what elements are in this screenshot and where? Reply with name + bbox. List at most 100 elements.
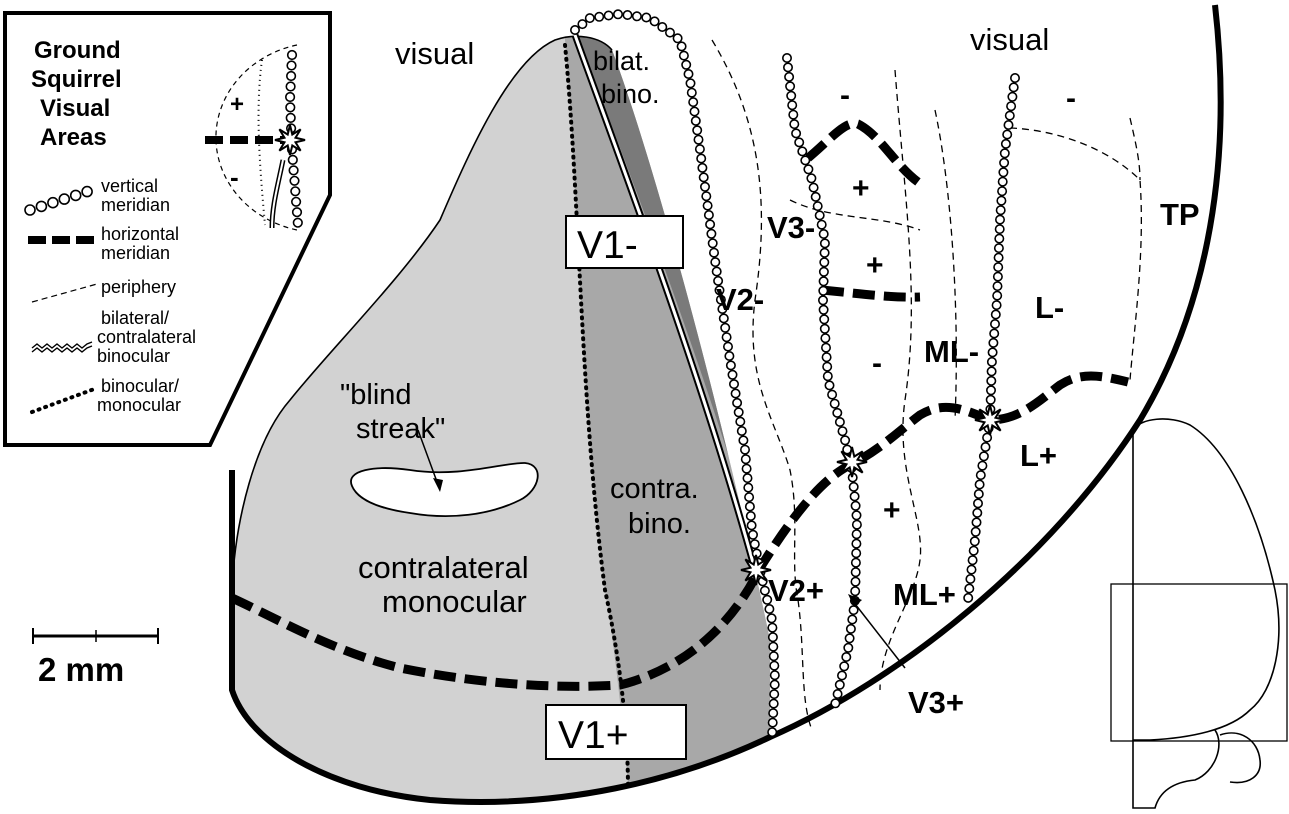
vertical-meridian-circle <box>821 352 832 363</box>
vertical-meridian-circle <box>1000 138 1011 149</box>
vertical-meridian-circle <box>851 548 862 559</box>
vertical-meridian-circle <box>631 11 642 22</box>
vertical-meridian-circle <box>834 416 845 427</box>
vertical-meridian-circle <box>767 622 778 633</box>
vertical-meridian-circle <box>849 491 860 502</box>
cortex-edge <box>229 4 1224 805</box>
vertical-meridian-circle <box>743 482 754 493</box>
legend-meridian-circle <box>286 60 297 71</box>
vertical-meridian-circle <box>971 517 982 528</box>
vertical-meridian-circle <box>697 162 708 173</box>
vertical-meridian-circle <box>672 33 683 44</box>
legend-horizontal-2: meridian <box>101 243 170 263</box>
blind-streak-label-2: streak" <box>356 413 445 445</box>
v3-plus-arrow <box>851 599 906 669</box>
legend-meridian-circle <box>292 217 303 228</box>
vertical-meridian-circle <box>685 78 696 89</box>
vertical-meridian-circle <box>994 233 1005 244</box>
legend: Ground Squirrel Visual Areas + - vertica… <box>3 11 332 447</box>
vertical-meridian-circle <box>678 50 689 61</box>
sign-right-top-minus: - <box>1066 82 1076 115</box>
bilat-bino-label-1: bilat. <box>593 46 650 76</box>
vertical-meridian-circle <box>800 155 811 166</box>
vertical-meridian-circle <box>781 52 792 63</box>
v1-outline <box>231 35 613 591</box>
l-minus-label: L- <box>1035 290 1064 325</box>
vertical-meridian-circle <box>850 576 861 587</box>
v2-minus-label: V2- <box>716 282 764 317</box>
vertical-meridian-circle <box>740 454 751 465</box>
vertical-meridian-circle <box>994 214 1005 225</box>
vertical-meridian-circle <box>832 688 843 699</box>
vertical-meridian-circle <box>832 407 843 418</box>
vertical-meridian-circle <box>843 642 854 653</box>
arrowhead <box>848 594 862 607</box>
vertical-meridian-circle <box>845 623 856 634</box>
vertical-meridian-circle <box>1008 82 1019 93</box>
horizontal-meridians <box>230 119 1130 691</box>
vertical-meridian-circle <box>764 603 775 614</box>
legend-meridian-circle <box>291 207 303 218</box>
bilateral-border-inner <box>573 34 757 571</box>
vertical-meridian-circle <box>844 633 855 644</box>
contra-bino-label-2: bino. <box>628 508 691 540</box>
vertical-meridian-circle <box>1002 129 1013 140</box>
vertical-meridian-circle <box>794 137 805 148</box>
vertical-meridian-circle <box>664 27 675 38</box>
vertical-meridian-circle <box>993 243 1004 254</box>
vertical-meridian-circle <box>744 492 755 503</box>
vertical-meridian-circle <box>850 557 861 568</box>
vertical-meridian-circle <box>816 219 827 230</box>
legend-bilateral-3: binocular <box>97 346 170 366</box>
vertical-meridian-circle <box>837 426 848 437</box>
sign-v3-plus-b: + <box>866 249 884 282</box>
blind-streak-label-1: "blind <box>340 379 412 411</box>
vertical-meridian-circle <box>769 689 780 700</box>
vertical-meridian-circle <box>997 186 1008 197</box>
scale-bar: 2 mm <box>32 628 159 688</box>
sign-v3-plus-a: + <box>852 172 870 205</box>
vertical-meridian-circle <box>708 247 719 258</box>
vertical-meridian-circle <box>975 470 986 481</box>
vertical-meridian-circle <box>803 164 814 175</box>
vertical-meridian-circle <box>785 81 796 92</box>
l-plus-label: L+ <box>1020 438 1057 473</box>
vertical-meridian-circle <box>724 350 735 361</box>
vertical-meridian-circle <box>739 444 750 455</box>
vertical-meridian-circle <box>989 328 1000 339</box>
vertical-meridian-circle <box>994 224 1005 235</box>
vertical-meridian-circle <box>987 347 998 358</box>
vertical-meridian-circle <box>967 555 978 566</box>
vertical-meridian-circle <box>986 356 997 367</box>
vertical-meridian-circle <box>768 698 779 709</box>
contra-bino-label-1: contra. <box>610 473 699 505</box>
binocular-swatch <box>30 386 99 414</box>
v3-minus-label: V3- <box>767 210 815 245</box>
vertical-meridian-circle <box>703 210 714 221</box>
legend-meridian-circle <box>286 70 297 82</box>
vertical-meridian-circle <box>810 191 821 202</box>
contralateral-monocular-label-1: contralateral <box>358 550 529 585</box>
vertical-meridian-circle <box>622 10 633 20</box>
vertical-meridian-circle <box>818 266 829 277</box>
vertical-meridian-circle <box>819 314 830 325</box>
vertical-meridian-circle <box>973 488 984 499</box>
vertical-meridian-circle <box>782 62 793 73</box>
vertical-meridian-circle <box>990 309 1001 320</box>
vertical-meridian-circle <box>767 727 778 738</box>
vertical-meridian-circle <box>707 238 718 249</box>
vertical-meridian-circle <box>718 313 729 324</box>
legend-meridian-circle <box>289 175 300 186</box>
vertical-meridian-circle <box>814 210 825 221</box>
vertical-meridian-circle <box>1009 73 1020 84</box>
vertical-meridian-circle <box>819 257 830 268</box>
vertical-meridian-circle <box>820 342 831 353</box>
vertical-meridian-circle <box>738 435 749 446</box>
vertical-meridian-circle <box>741 463 752 474</box>
vertical-meridian-circle <box>577 19 588 30</box>
vertical-meridian-circle <box>986 375 997 386</box>
vertical-meridian-circle <box>768 651 779 662</box>
vertical-meridian-circle <box>736 425 747 436</box>
crossing-star <box>740 554 772 586</box>
